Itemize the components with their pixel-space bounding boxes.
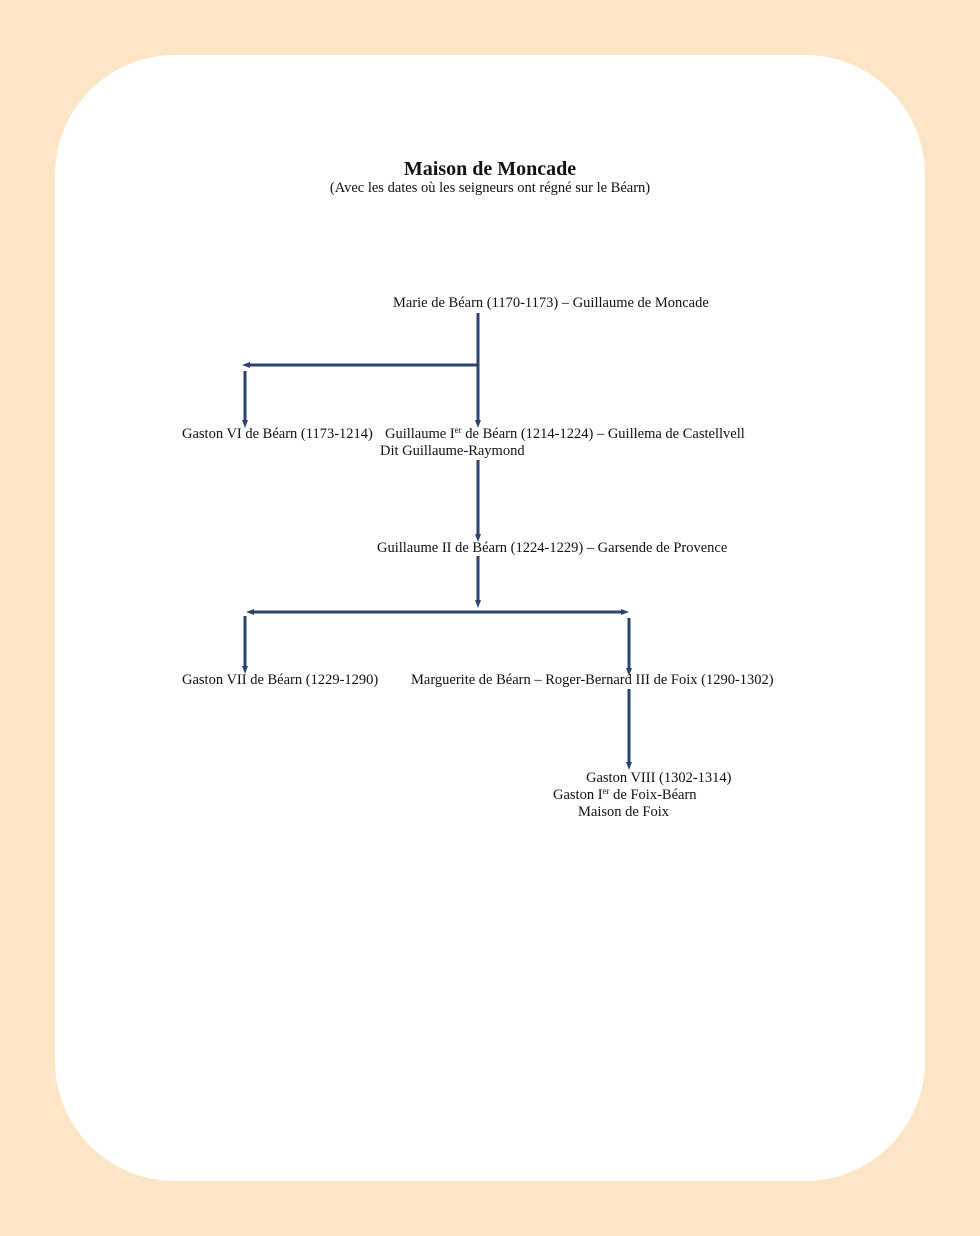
- node-gaston-viii-alias: Gaston Ier de Foix-Béarn: [553, 787, 697, 804]
- node-guillaume-i-alias: Dit Guillaume-Raymond: [380, 443, 525, 459]
- node-gaston-viii-alias-name: Gaston I: [553, 787, 603, 803]
- diagram-card: [55, 55, 925, 1181]
- node-maison-de-foix: Maison de Foix: [578, 804, 670, 820]
- node-gaston-viii-alias-detail: de Foix-Béarn: [609, 787, 697, 803]
- node-guillaume-i-ordinal: er: [454, 425, 462, 435]
- node-gaston-vi: Gaston VI de Béarn (1173-1214): [182, 426, 373, 442]
- node-guillaume-ii: Guillaume II de Béarn (1224-1229) – Gars…: [377, 540, 728, 556]
- node-gaston-viii-alias-ordinal: er: [602, 786, 610, 796]
- node-guillaume-i: Guillaume Ier de Béarn (1214-1224) – Gui…: [385, 426, 745, 443]
- node-gaston-viii: Gaston VIII (1302-1314): [586, 770, 732, 786]
- node-guillaume-i-detail: de Béarn (1214-1224) – Guillema de Caste…: [461, 426, 745, 442]
- node-marguerite: Marguerite de Béarn – Roger-Bernard III …: [411, 672, 774, 688]
- node-marie-de-bearn: Marie de Béarn (1170-1173) – Guillaume d…: [393, 295, 709, 311]
- diagram-title: Maison de Moncade: [403, 158, 577, 180]
- node-gaston-vii: Gaston VII de Béarn (1229-1290): [182, 672, 379, 688]
- node-guillaume-i-name: Guillaume I: [385, 426, 455, 442]
- diagram-subtitle: (Avec les dates où les seigneurs ont rég…: [329, 180, 651, 196]
